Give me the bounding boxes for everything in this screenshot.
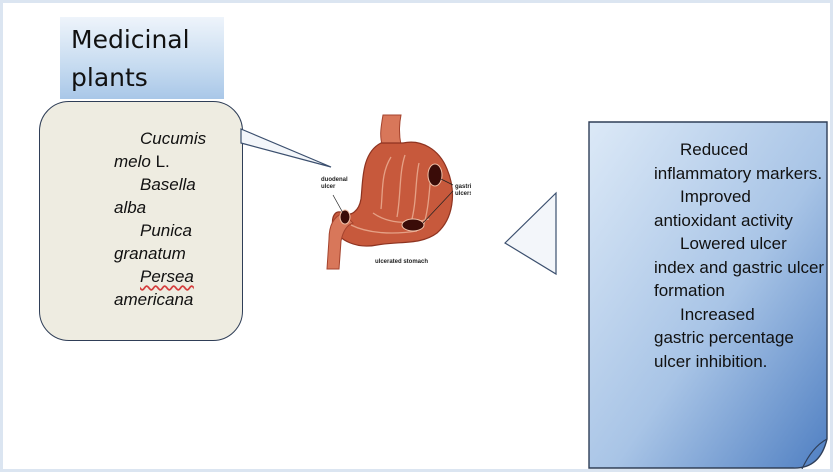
outcome-item: Reduced inflammatory markers. — [654, 138, 832, 185]
stomach-body-shape — [332, 142, 452, 246]
gastric-ulcer-label-2: ulcers — [455, 191, 471, 197]
duodenal-leader — [333, 195, 343, 213]
outcome-item: Improved antioxidant activity — [654, 185, 832, 232]
outcome-item: Increased gastric percentage ulcer inhib… — [654, 303, 832, 374]
duodenal-ulcer-label-1: duodenal — [321, 177, 348, 183]
duodenal-ulcer-label-2: ulcer — [321, 184, 336, 190]
esophagus-shape — [381, 115, 401, 147]
gastric-ulcer-upper — [428, 164, 442, 186]
plants-callout-pointer — [241, 129, 331, 167]
gastric-ulcer-label-1: gastric — [455, 184, 471, 190]
ulcerated-stomach-illustration: duodenal ulcer gastric ulcers ulcerated … — [321, 113, 471, 273]
duodenal-ulcer — [340, 210, 350, 224]
stomach-caption: ulcerated stomach — [375, 259, 428, 265]
outcome-list: Reduced inflammatory markers. Improved a… — [654, 138, 832, 373]
outcomes-callout-pointer — [505, 193, 556, 274]
gastric-ulcer-lower — [402, 219, 424, 231]
outcome-item: Lowered ulcer index and gastric ulcer fo… — [654, 232, 832, 303]
